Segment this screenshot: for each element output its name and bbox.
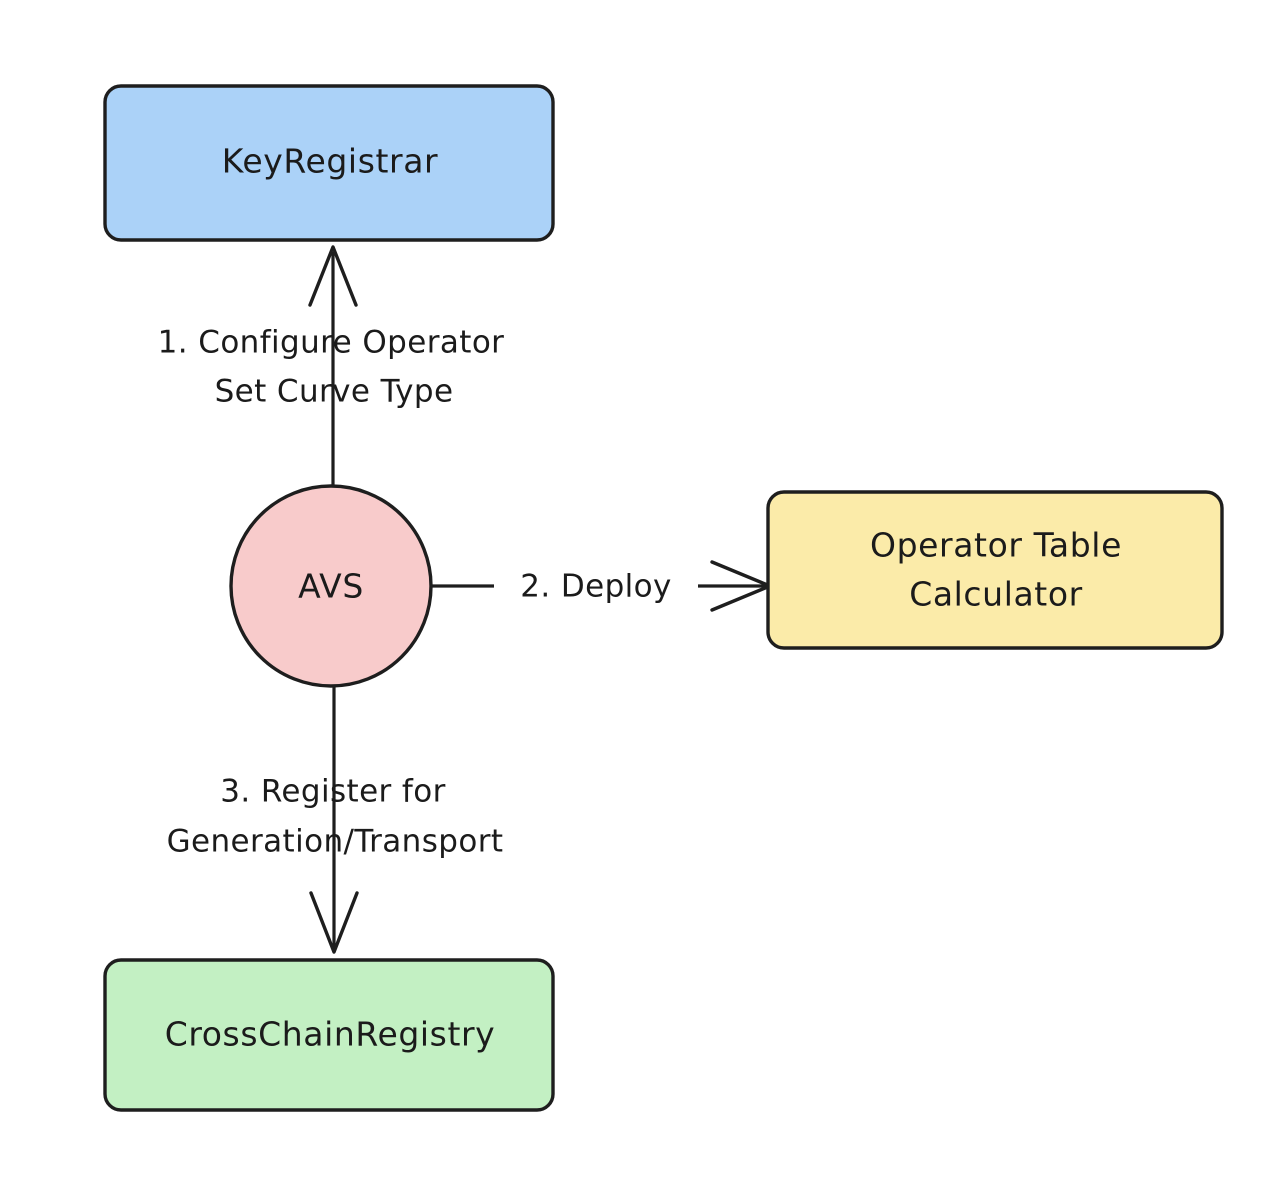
edge-deploy-label: 2. Deploy — [520, 569, 672, 605]
node-cross-chain-registry[interactable]: CrossChainRegistry — [103, 958, 555, 1112]
node-cross-chain-registry-shape[interactable] — [103, 958, 555, 1112]
edge-configure-operator-set-curve-type: 1. Configure Operator Set Curve Type — [158, 245, 505, 487]
node-operator-table-calculator-label-line2: Calculator — [909, 575, 1083, 614]
arrowhead-down-icon — [309, 891, 359, 954]
node-cross-chain-registry-label: CrossChainRegistry — [165, 1015, 496, 1054]
edge-register-for-generation-transport: 3. Register for Generation/Transport — [167, 686, 504, 954]
edge-deploy-label-backdrop — [494, 562, 698, 612]
node-key-registrar-label: KeyRegistrar — [222, 142, 438, 181]
edge-configure-label-line2: Set Curve Type — [215, 374, 454, 410]
arrowhead-up-icon — [308, 245, 358, 307]
node-key-registrar-shape[interactable] — [103, 84, 555, 242]
node-avs[interactable]: AVS — [229, 484, 433, 688]
node-operator-table-calculator-label-line1: Operator Table — [870, 526, 1122, 565]
node-operator-table-calculator[interactable]: Operator Table Calculator — [766, 490, 1224, 650]
edge-register-label-line1: 3. Register for — [220, 774, 446, 810]
edge-deploy: 2. Deploy — [432, 560, 772, 612]
node-avs-label: AVS — [298, 567, 364, 606]
edge-register-label-line2: Generation/Transport — [167, 824, 504, 860]
edge-configure-label-line1: 1. Configure Operator — [158, 325, 505, 361]
node-key-registrar[interactable]: KeyRegistrar — [103, 84, 555, 242]
node-operator-table-calculator-shape[interactable] — [766, 490, 1224, 650]
node-avs-shape[interactable] — [229, 484, 433, 688]
